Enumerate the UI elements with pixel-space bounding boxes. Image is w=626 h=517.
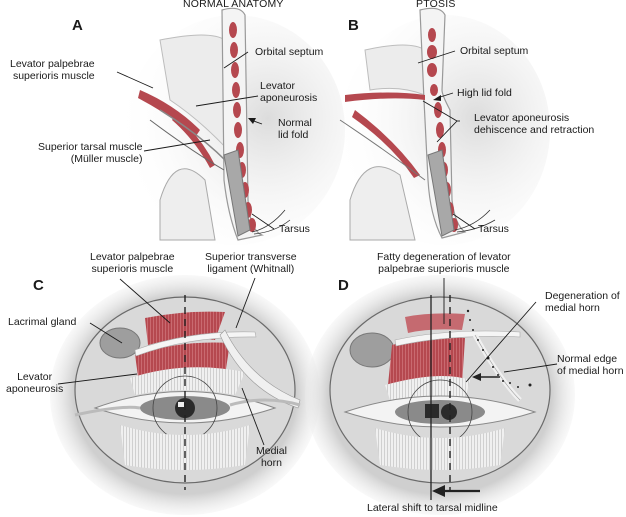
tarsus-a <box>223 149 251 237</box>
panel-a-art <box>125 7 345 245</box>
panel-b-letter: B <box>348 17 359 34</box>
leader-lines <box>57 50 558 446</box>
label-lacrimal-gland-c: Lacrimal gland <box>8 316 77 328</box>
tarsus-b <box>427 149 455 237</box>
label-tarsus-b: Tarsus <box>478 223 509 235</box>
label-normal-lid-fold-a: Normal lid fold <box>278 117 312 141</box>
panel-a-title: NORMAL ANATOMY <box>183 0 284 10</box>
label-levator-muscle-a: Levator palpebrae superioris muscle <box>10 58 95 82</box>
panel-d-letter: D <box>338 277 349 294</box>
label-tarsus-a: Tarsus <box>279 223 310 235</box>
label-orbital-septum-a: Orbital septum <box>255 46 324 58</box>
panel-c-art <box>50 275 320 515</box>
label-dehiscence-b: Levator aponeurosis dehiscence and retra… <box>474 112 595 136</box>
panel-b-art <box>339 7 550 245</box>
lacrimal-gland-d <box>349 332 395 368</box>
label-lateral-shift-d: Lateral shift to tarsal midline <box>367 502 498 514</box>
label-medial-horn-c: Medial horn <box>256 445 287 469</box>
label-levator-muscle-c: Levator palpebrae superioris muscle <box>90 251 175 275</box>
label-degeneration-medial-horn-d: Degeneration of medial horn <box>545 290 620 314</box>
label-high-lid-fold-b: High lid fold <box>457 87 512 99</box>
panel-a-letter: A <box>72 17 83 34</box>
panel-c-letter: C <box>33 277 44 294</box>
label-levator-aponeurosis-c: Levator aponeurosis <box>6 371 64 395</box>
label-normal-edge-medial-horn-d: Normal edge of medial horn <box>557 353 624 377</box>
fatty-degeneration-d <box>405 313 465 333</box>
label-whitnall-ligament-c: Superior transverse ligament (Whitnall) <box>205 251 297 275</box>
panel-b-title: PTOSIS <box>416 0 456 10</box>
label-superior-tarsal-muscle-a: Superior tarsal muscle (Müller muscle) <box>38 141 143 165</box>
label-levator-aponeurosis-a: Levator aponeurosis <box>260 80 318 104</box>
label-orbital-septum-b: Orbital septum <box>460 45 529 57</box>
label-fatty-degeneration-d: Fatty degeneration of levator palpebrae … <box>377 251 511 275</box>
levator-muscle-b <box>345 92 425 102</box>
panel-d-art <box>305 275 575 515</box>
